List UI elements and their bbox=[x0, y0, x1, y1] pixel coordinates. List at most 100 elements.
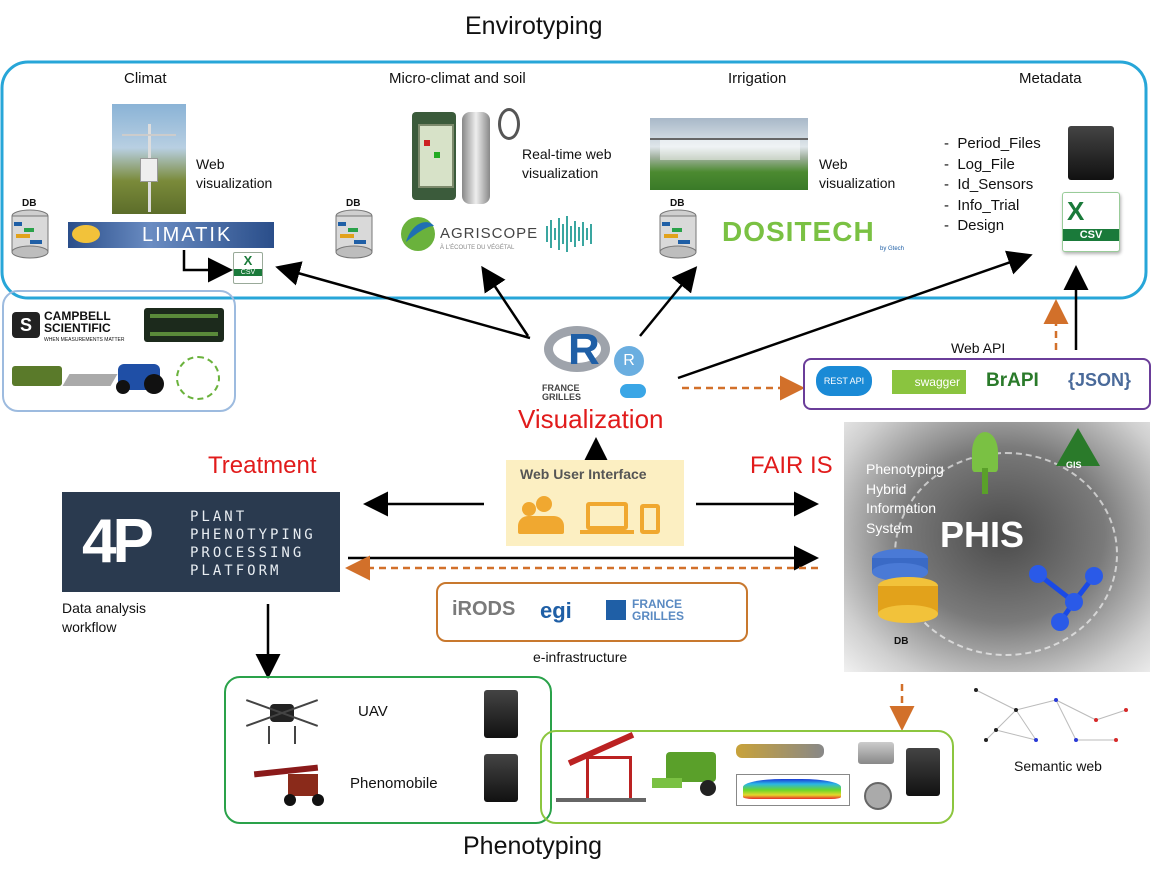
metadata-item: - Info_Trial bbox=[944, 196, 1020, 214]
metadata-list: - Period_Files - Log_File - Id_Sensors -… bbox=[944, 134, 1041, 237]
phenotyping-box-2 bbox=[540, 730, 954, 824]
climatik-text: LIMATIK bbox=[142, 224, 233, 246]
tablet-icon bbox=[640, 504, 660, 534]
arrow-to-climat bbox=[275, 261, 531, 340]
e-infrastructure-label: e-infrastructure bbox=[533, 649, 628, 665]
laptop-icon bbox=[586, 502, 628, 530]
cloud-icon bbox=[620, 384, 646, 398]
envirotyping-frame bbox=[0, 60, 1148, 300]
phenomobile-server-icon bbox=[484, 754, 518, 802]
sensor-logger-photo bbox=[412, 112, 456, 200]
brapi-logo: BrAPI bbox=[986, 370, 1039, 391]
pheno-server-icon bbox=[906, 748, 940, 796]
france-grilles-mark bbox=[606, 600, 626, 620]
section-climat: Climat bbox=[124, 70, 167, 87]
phenotyping-title: Phenotyping bbox=[463, 832, 603, 860]
plough-implement bbox=[62, 374, 118, 386]
scale-device bbox=[858, 742, 894, 764]
irods-logo: iRODS bbox=[452, 598, 516, 620]
irrigation-db-label: DB bbox=[670, 198, 685, 209]
climat-db-label: DB bbox=[22, 198, 37, 209]
phenotyping-platform-machine bbox=[556, 732, 646, 810]
climat-csv-icon: X CSV bbox=[233, 252, 263, 284]
r-logo: R bbox=[568, 325, 600, 374]
sensors-box bbox=[2, 290, 236, 412]
campbell-logo-mark: S bbox=[12, 312, 40, 338]
metadata-item: - Log_File bbox=[944, 155, 1015, 173]
sensor-board bbox=[12, 366, 62, 386]
r-logo-ring bbox=[544, 326, 610, 372]
web-api-label: Web API bbox=[951, 340, 1006, 356]
agriscope-logo: AGRISCOPE À L'ÉCOUTE DU VÉGÉTAL bbox=[401, 216, 592, 252]
plant-icon bbox=[972, 432, 998, 472]
microclimat-database-icon bbox=[335, 209, 373, 259]
semantic-web-label: Semantic web bbox=[1014, 758, 1102, 774]
envirotyping-title: Envirotyping bbox=[465, 12, 603, 40]
network-icon bbox=[1029, 565, 1103, 631]
arrow-to-microclimat bbox=[481, 265, 530, 337]
treatment-label: Treatment bbox=[208, 452, 317, 479]
sensor-instrument bbox=[736, 744, 824, 758]
irrigation-web-visualization: Web visualization bbox=[819, 156, 896, 191]
metadata-item: - Period_Files bbox=[944, 135, 1041, 152]
section-metadata: Metadata bbox=[1019, 70, 1082, 87]
visualization-label: Visualization bbox=[518, 404, 664, 434]
irrigation-photo bbox=[650, 118, 808, 190]
phis-db-label: DB bbox=[894, 636, 909, 647]
web-user-interface-box[interactable]: Web User Interface bbox=[506, 460, 684, 546]
arrow-to-irrigation bbox=[639, 266, 698, 337]
phis-logo: PHIS bbox=[940, 514, 1025, 555]
dositech-logo: DOSITECH bbox=[722, 216, 875, 247]
semantic-web-graph bbox=[974, 688, 1128, 742]
metadata-item: - Id_Sensors bbox=[944, 176, 1034, 193]
uav-label: UAV bbox=[358, 703, 388, 720]
json-logo: {JSON} bbox=[1068, 370, 1132, 390]
tractor bbox=[116, 364, 164, 394]
web-ui-title: Web User Interface bbox=[520, 466, 647, 482]
egi-logo: egi bbox=[540, 598, 572, 623]
data-analysis-label: Data analysis workflow bbox=[62, 600, 147, 635]
phis-database-icon bbox=[872, 549, 938, 623]
e-infrastructure-box bbox=[436, 582, 748, 642]
gis-icon bbox=[1056, 428, 1100, 466]
metadata-item: - Design bbox=[944, 217, 1005, 234]
counter-device bbox=[864, 782, 892, 810]
metadata-server-icon bbox=[1068, 126, 1114, 180]
datalogger-device bbox=[144, 308, 224, 342]
climat-database-icon bbox=[11, 209, 49, 259]
microclimat-db-label: DB bbox=[346, 198, 361, 209]
field-diagram bbox=[176, 356, 220, 400]
microclimat-web-visualization: Real-time web visualization bbox=[522, 146, 612, 181]
phenomobile-label: Phenomobile bbox=[350, 775, 438, 792]
rstudio-logo: R bbox=[614, 346, 644, 376]
spectral-heatmap bbox=[736, 774, 850, 806]
uav-drone bbox=[244, 686, 320, 744]
uav-server-icon bbox=[484, 690, 518, 738]
phenomobile-vehicle bbox=[253, 760, 328, 808]
section-irrigation: Irrigation bbox=[728, 70, 787, 87]
fair-is-label: FAIR IS bbox=[750, 452, 833, 479]
web-api-box bbox=[803, 358, 1151, 410]
probe-cable bbox=[498, 108, 520, 140]
svg-text:À L'ÉCOUTE DU VÉGÉTAL: À L'ÉCOUTE DU VÉGÉTAL bbox=[440, 244, 515, 251]
svg-text:AGRISCOPE: AGRISCOPE bbox=[440, 225, 538, 242]
arrow-to-metadata bbox=[677, 250, 1033, 380]
users-icon bbox=[522, 502, 536, 516]
section-microclimat: Micro-climat and soil bbox=[389, 70, 526, 87]
rest-api-logo: REST API bbox=[816, 366, 872, 396]
4p-platform-logo: 4P PLANT PHENOTYPING PROCESSING PLATFORM bbox=[62, 492, 340, 592]
swagger-logo: swagger bbox=[892, 370, 966, 394]
soil-probe-photo bbox=[462, 112, 490, 204]
weather-station-photo bbox=[112, 104, 186, 214]
climat-web-visualization: Web visualization bbox=[196, 156, 273, 191]
metadata-csv-icon: X CSV bbox=[1062, 192, 1120, 252]
harvester-machine bbox=[652, 748, 726, 796]
dositech-sub: by Gtech bbox=[880, 246, 905, 252]
climatik-logo: LIMATIK bbox=[68, 222, 274, 248]
